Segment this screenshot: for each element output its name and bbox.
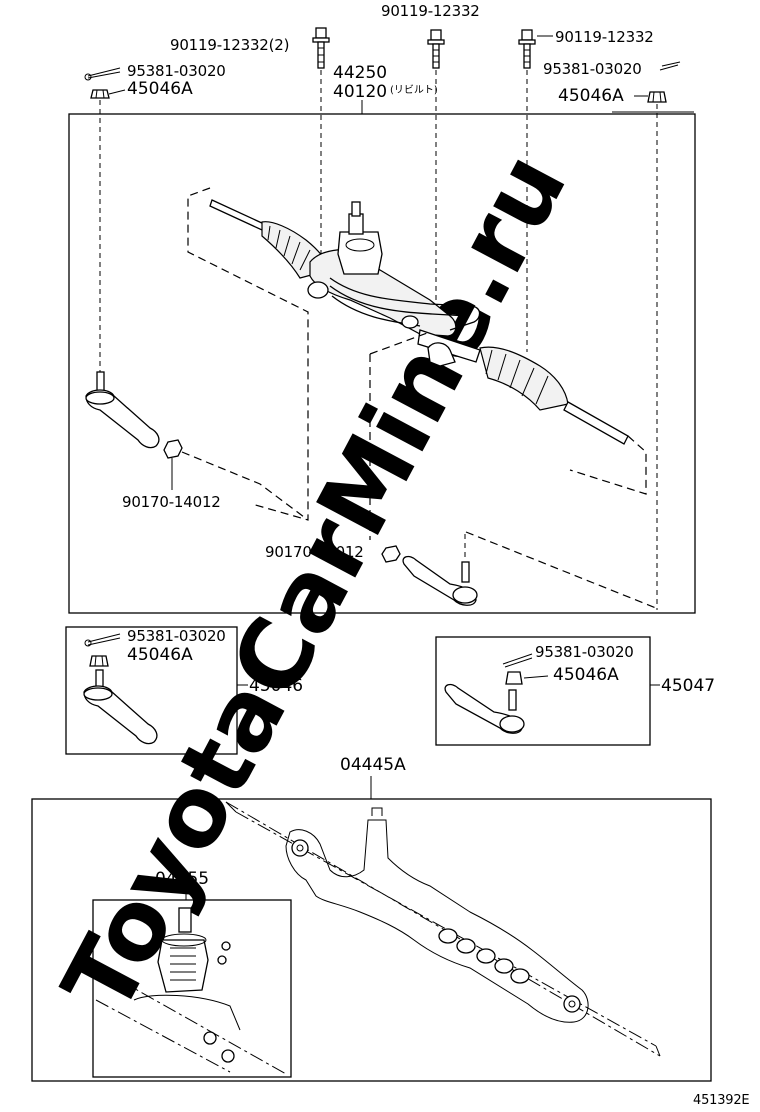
rack-kit-box: [31, 798, 712, 1082]
label-nut-top-right[interactable]: 45046A: [558, 86, 624, 106]
rack-housing-outline-icon[interactable]: [225, 801, 661, 1057]
label-bolt-right[interactable]: 90119-12332: [555, 28, 654, 46]
cotter-pin-icon-top-right[interactable]: [659, 61, 681, 71]
label-pin-top-left[interactable]: 95381-03020: [127, 62, 226, 80]
tie-rod-right-box: [435, 636, 651, 746]
label-bolt-top-center[interactable]: 90119-12332: [381, 2, 480, 20]
label-pin-top-right[interactable]: 95381-03020: [543, 60, 642, 78]
label-nut-left-box[interactable]: 45046A: [127, 645, 193, 665]
castle-nut-icon-top-right[interactable]: [634, 91, 667, 103]
cotter-pin-icon-right-box[interactable]: [502, 653, 533, 668]
label-valve-kit[interactable]: 04455: [155, 869, 209, 889]
tie-rod-end-right-box-icon[interactable]: [444, 683, 525, 734]
label-assembly-40120[interactable]: 40120: [333, 82, 387, 102]
steering-gear-assembly-icon[interactable]: [187, 187, 647, 540]
tie-rod-end-left-icon[interactable]: [85, 371, 160, 449]
castle-nut-icon-left-box[interactable]: [89, 655, 109, 667]
cotter-pin-icon-left-box[interactable]: [84, 633, 121, 647]
valve-kit-box: [92, 899, 292, 1078]
label-lock-nut-right[interactable]: 90170-14012: [265, 543, 364, 561]
valve-kit-parts-icon[interactable]: [95, 907, 287, 1075]
label-nut-top-left[interactable]: 45046A: [127, 79, 193, 99]
cotter-pin-icon-top-left[interactable]: [84, 67, 121, 81]
label-rack-kit[interactable]: 04445A: [340, 755, 406, 775]
lock-nut-icon-right[interactable]: [381, 545, 401, 563]
main-assembly-box: [68, 113, 696, 614]
label-lock-nut-left[interactable]: 90170-14012: [122, 493, 221, 511]
label-assembly-44250[interactable]: 44250: [333, 63, 387, 83]
diagram-code: 451392E: [693, 1093, 749, 1108]
tie-rod-left-box: [65, 626, 238, 755]
bolt-icon-right[interactable]: [518, 29, 553, 69]
castle-nut-icon-right-box[interactable]: [505, 671, 549, 685]
label-tie-rod-right[interactable]: 45047: [661, 676, 715, 696]
label-bolt-left-2[interactable]: 90119-12332(2): [170, 36, 289, 54]
castle-nut-icon-top-left[interactable]: [90, 89, 126, 99]
label-pin-left-box[interactable]: 95381-03020: [127, 627, 226, 645]
label-tie-rod-left[interactable]: 45046: [249, 676, 303, 696]
label-pin-right-box[interactable]: 95381-03020: [535, 643, 634, 661]
bolt-icon-top-center[interactable]: [427, 29, 445, 69]
tie-rod-end-right-icon[interactable]: [402, 555, 478, 606]
label-rebuilt-note: (リビルト): [390, 84, 438, 96]
lock-nut-icon-left[interactable]: [163, 439, 183, 459]
label-nut-right-box[interactable]: 45046A: [553, 665, 619, 685]
bolt-icon-left[interactable]: [312, 27, 330, 69]
tie-rod-end-left-box-icon[interactable]: [83, 669, 158, 745]
